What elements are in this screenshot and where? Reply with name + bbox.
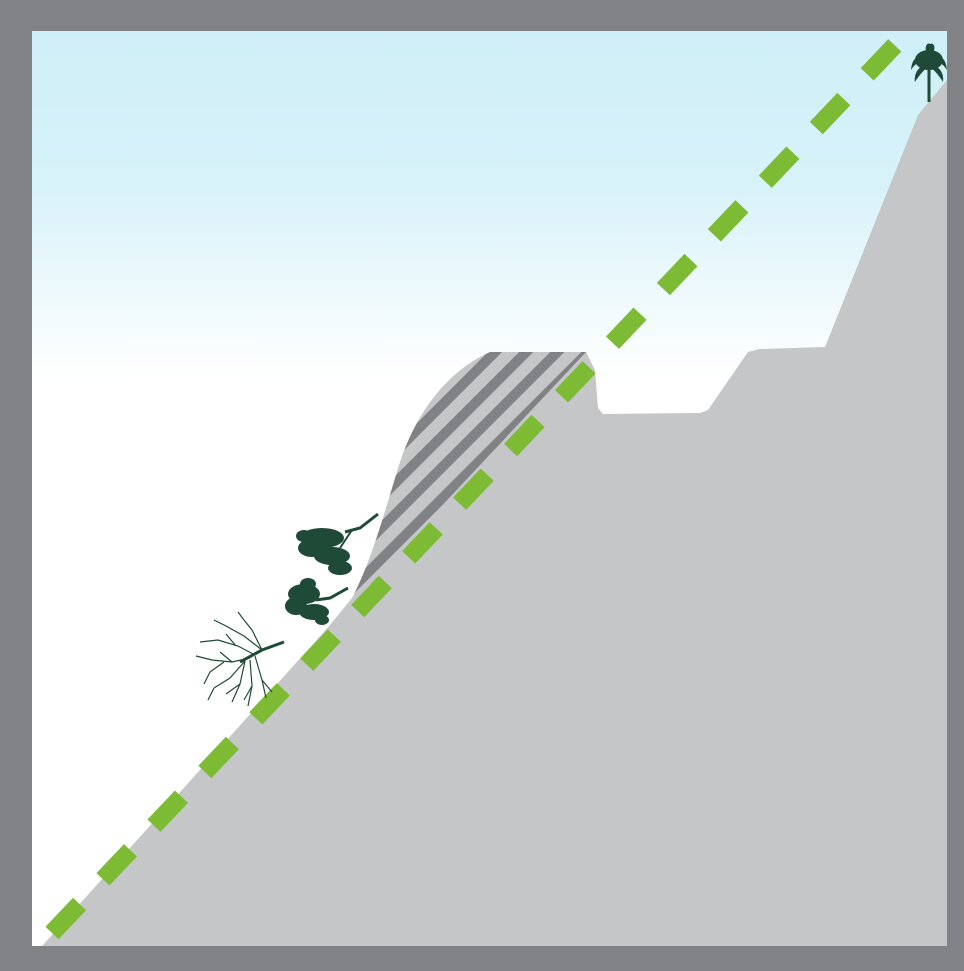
slope-diagram xyxy=(0,0,964,971)
